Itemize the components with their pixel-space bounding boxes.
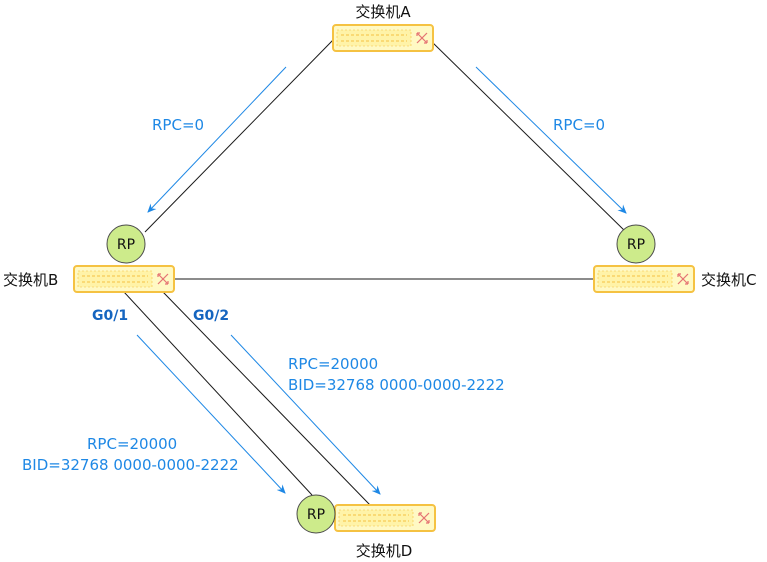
switch-a (332, 24, 434, 52)
annotation-b-g01-rpc: RPC=20000 (87, 435, 177, 453)
arrow-a-to-b (147, 66, 287, 213)
switch-c-label: 交换机C (701, 271, 756, 289)
port-label-g02: G0/2 (193, 308, 229, 324)
switch-b-icon (73, 265, 175, 293)
annotation-a-to-b: RPC=0 (152, 116, 204, 134)
link-b-d-g02 (162, 291, 371, 506)
root-port-b: RP (106, 224, 146, 264)
arrow-b-g01-to-d (136, 334, 286, 494)
switch-c (593, 265, 695, 293)
arrow-a-to-c (475, 66, 627, 214)
port-label-g01: G0/1 (92, 308, 128, 324)
switch-d-icon (334, 504, 436, 532)
annotation-b-g02-bid: BID=32768 0000-0000-2222 (288, 376, 505, 394)
annotation-b-g02-rpc: RPC=20000 (288, 355, 378, 373)
root-port-c-label: RP (627, 237, 645, 253)
link-b-d-g01 (123, 291, 313, 496)
switch-a-icon (332, 24, 434, 52)
switch-b-label: 交换机B (3, 271, 58, 289)
link-a-b (144, 39, 334, 233)
annotation-a-to-c: RPC=0 (553, 116, 605, 134)
root-port-b-label: RP (117, 237, 135, 253)
root-port-c: RP (616, 224, 656, 264)
switch-d (334, 504, 436, 532)
bpdu-arrows (136, 66, 627, 495)
root-port-d: RP (296, 494, 336, 534)
switch-b (73, 265, 175, 293)
switch-a-label: 交换机A (355, 3, 411, 21)
links (123, 39, 629, 506)
switch-c-icon (593, 265, 695, 293)
arrow-b-g02-to-d (230, 334, 381, 495)
annotation-b-g01-bid: BID=32768 0000-0000-2222 (22, 456, 239, 474)
switch-d-label: 交换机D (356, 542, 413, 560)
root-port-d-label: RP (307, 507, 325, 523)
link-a-c (429, 39, 629, 235)
